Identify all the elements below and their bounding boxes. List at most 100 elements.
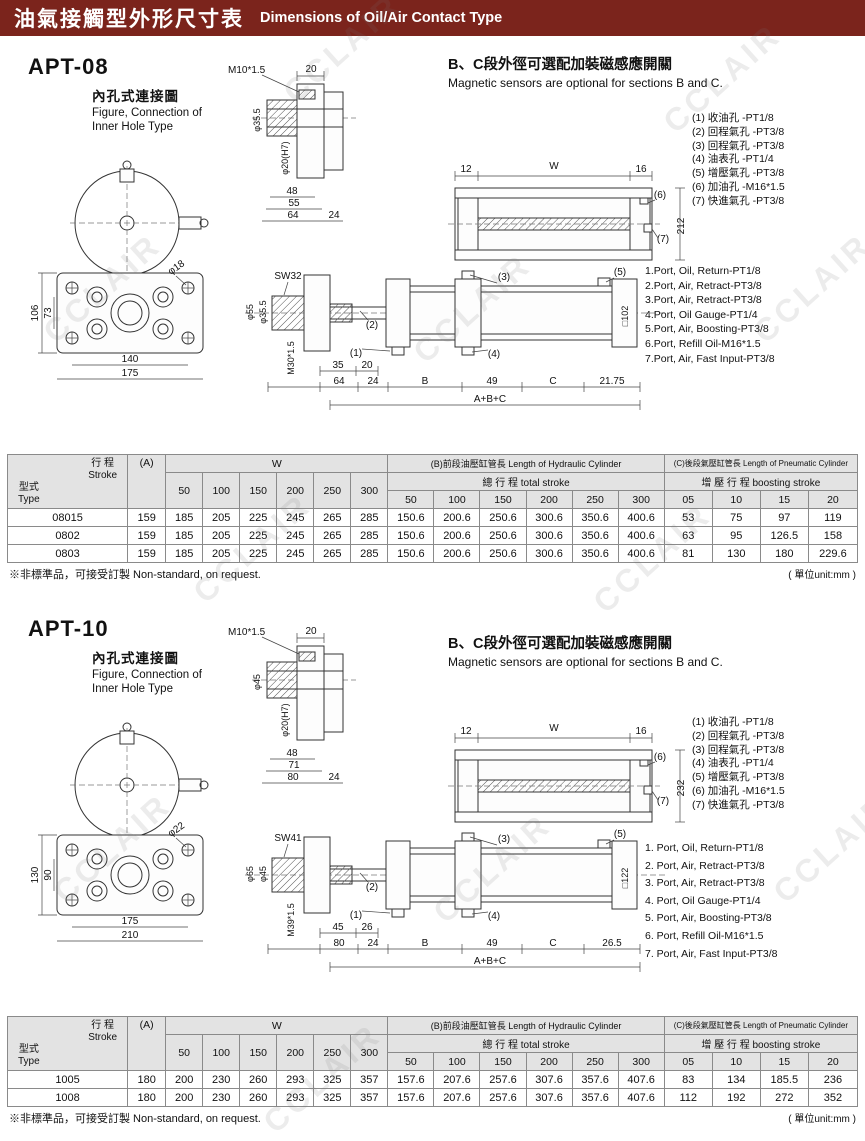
port-list-zh: (1) 收油孔 -PT1/8 (2) 回程氣孔 -PT3/8 (3) 回程氣孔 … xyxy=(692,112,785,209)
type-label-en: Type xyxy=(18,1055,40,1067)
dim-dia2-label: φ35.5 xyxy=(258,300,268,323)
cell: 75 xyxy=(711,508,761,527)
cell: 185.5 xyxy=(759,1070,809,1089)
b-col: 200 xyxy=(525,1052,573,1071)
dim-tail-label: 26.5 xyxy=(602,938,622,949)
port-item: 3. Port, Air, Retract-PT3/8 xyxy=(645,877,765,890)
col-a-header: (A) xyxy=(127,454,167,509)
col-b-header: (B)前段油壓缸管長 Length of Hydraulic Cylinder xyxy=(387,454,665,473)
dim-total-label: A+B+C xyxy=(474,956,506,967)
cell-model: 1005 xyxy=(6,1070,129,1089)
port-item: (6) 加油孔 -M16*1.5 xyxy=(692,784,785,797)
dim-dia-bore-label: φ20(H7) xyxy=(280,141,290,174)
cell: 207.6 xyxy=(433,1070,481,1089)
table-row: 1008 180 200 230 260 293 325 357 157.6 2… xyxy=(6,1088,859,1107)
port-item: (2) 回程氣孔 -PT3/8 xyxy=(692,729,785,742)
booster-top-view: 12 W 16 (6) (7) 232 xyxy=(448,723,687,823)
cell-model: 0803 xyxy=(6,544,129,563)
cell: 95 xyxy=(711,526,761,545)
dim-label: 20 xyxy=(305,626,317,637)
dim-dia2-label: φ45 xyxy=(258,866,268,882)
callout-7: (7) xyxy=(657,234,669,245)
boosting-stroke-header: 增 壓 行 程 boosting stroke xyxy=(663,1034,859,1053)
type-label-zh: 型式 xyxy=(18,1044,39,1055)
callout-1: (1) xyxy=(350,910,362,921)
dim-label: 35 xyxy=(332,360,344,371)
cell: 180 xyxy=(127,1088,167,1107)
cell: 357 xyxy=(350,1088,389,1107)
cell: 200.6 xyxy=(433,508,481,527)
dim-dia-bore-label: φ20(H7) xyxy=(280,703,290,736)
cell: 157.6 xyxy=(387,1088,435,1107)
type-label-en: Type xyxy=(18,493,40,505)
cell: 250.6 xyxy=(479,544,527,563)
stroke-label-zh: 行 程 xyxy=(91,1020,115,1031)
dim-label: 106 xyxy=(30,304,41,321)
cell: 112 xyxy=(663,1088,713,1107)
port-item: 5. Port, Air, Boosting-PT3/8 xyxy=(645,912,772,925)
dim-label: 73 xyxy=(43,307,54,319)
page-title-en: Dimensions of Oil/Air Contact Type xyxy=(260,10,503,26)
w-col: 300 xyxy=(350,472,389,509)
model-title: APT-10 xyxy=(28,616,109,641)
w-col: 150 xyxy=(239,1034,278,1071)
cell: 200 xyxy=(165,1070,204,1089)
callout-4: (4) xyxy=(488,911,500,922)
port-item: 7.Port, Air, Fast Input-PT3/8 xyxy=(645,352,775,365)
dim-height-label: 212 xyxy=(676,217,687,234)
type-label-zh: 型式 xyxy=(18,482,39,493)
b-col: 200 xyxy=(525,490,573,509)
apt10-technical-drawing: M10*1.5 20 φ45 φ20(H7) 48 71 80 24 xyxy=(30,626,687,972)
dim-w-label: W xyxy=(549,161,559,172)
b-col: 100 xyxy=(433,1052,481,1071)
dim-label: 12 xyxy=(460,164,472,175)
cell: 150.6 xyxy=(387,544,435,563)
cell: 285 xyxy=(350,526,389,545)
cell-model: 0802 xyxy=(6,526,129,545)
b-col: 300 xyxy=(617,490,665,509)
cell: 230 xyxy=(202,1070,241,1089)
cell: 119 xyxy=(807,508,859,527)
inner-hole-figure: M10*1.5 20 φ45 φ20(H7) 48 71 80 24 xyxy=(228,626,356,784)
cell: 180 xyxy=(759,544,809,563)
stroke-label-en: Stroke xyxy=(88,469,118,481)
b-col: 100 xyxy=(433,490,481,509)
cell: 159 xyxy=(127,508,167,527)
header-row: 50 100 150 200 250 300 總 行 程 total strok… xyxy=(8,1034,859,1071)
dim-label: 80 xyxy=(333,938,345,949)
b-col: 150 xyxy=(479,1052,527,1071)
dim-label: 24 xyxy=(367,938,379,949)
figure-label: 內孔式連接圖 Figure, Connection of Inner Hole … xyxy=(92,650,202,697)
header-row: 50 100 150 200 250 300 總 行 程 total strok… xyxy=(8,472,859,509)
port-item: (7) 快進氣孔 -PT3/8 xyxy=(692,194,785,207)
col-w-header: W xyxy=(165,1016,389,1035)
cell: 245 xyxy=(276,508,315,527)
cell: 185 xyxy=(165,508,204,527)
cell: 307.6 xyxy=(525,1070,573,1089)
dim-b-label: B xyxy=(422,938,429,949)
cell: 257.6 xyxy=(479,1088,527,1107)
dim-label: 140 xyxy=(122,354,139,365)
callout-5: (5) xyxy=(614,267,626,278)
c-col: 20 xyxy=(807,490,859,509)
callout-6: (6) xyxy=(654,752,666,763)
port-item: (4) 油表孔 -PT1/4 xyxy=(692,757,774,770)
b-col: 250 xyxy=(571,1052,619,1071)
figure-label-en: Inner Hole Type xyxy=(92,683,173,696)
port-item: (7) 快進氣孔 -PT3/8 xyxy=(692,798,785,811)
page-header: 油氣接觸型外形尺寸表 Dimensions of Oil/Air Contact… xyxy=(0,0,865,36)
section-apt08: M10*1.5 20 φ35.5 φ20(H7) 48 55 64 24 xyxy=(0,48,865,448)
dim-dia1-label: φ65 xyxy=(245,866,255,882)
cell: 200.6 xyxy=(433,526,481,545)
cell: 180 xyxy=(127,1070,167,1089)
cylinder-side-view: SW32 φ55 φ35.5 M30*1.5 (1) (2) xyxy=(245,267,665,410)
dim-height-label: 232 xyxy=(676,779,687,796)
section-apt10: M10*1.5 20 φ45 φ20(H7) 48 71 80 24 xyxy=(0,610,865,1010)
footnote-left: ※非標準品，可接受訂製 Non-standard, on request. xyxy=(9,1113,261,1125)
stroke-label-zh: 行 程 xyxy=(91,458,115,469)
port-list-en: 1.Port, Oil, Return-PT1/8 2.Port, Air, R… xyxy=(645,264,775,366)
dim-label: 55 xyxy=(288,198,300,209)
dim-label: 20 xyxy=(305,64,317,75)
